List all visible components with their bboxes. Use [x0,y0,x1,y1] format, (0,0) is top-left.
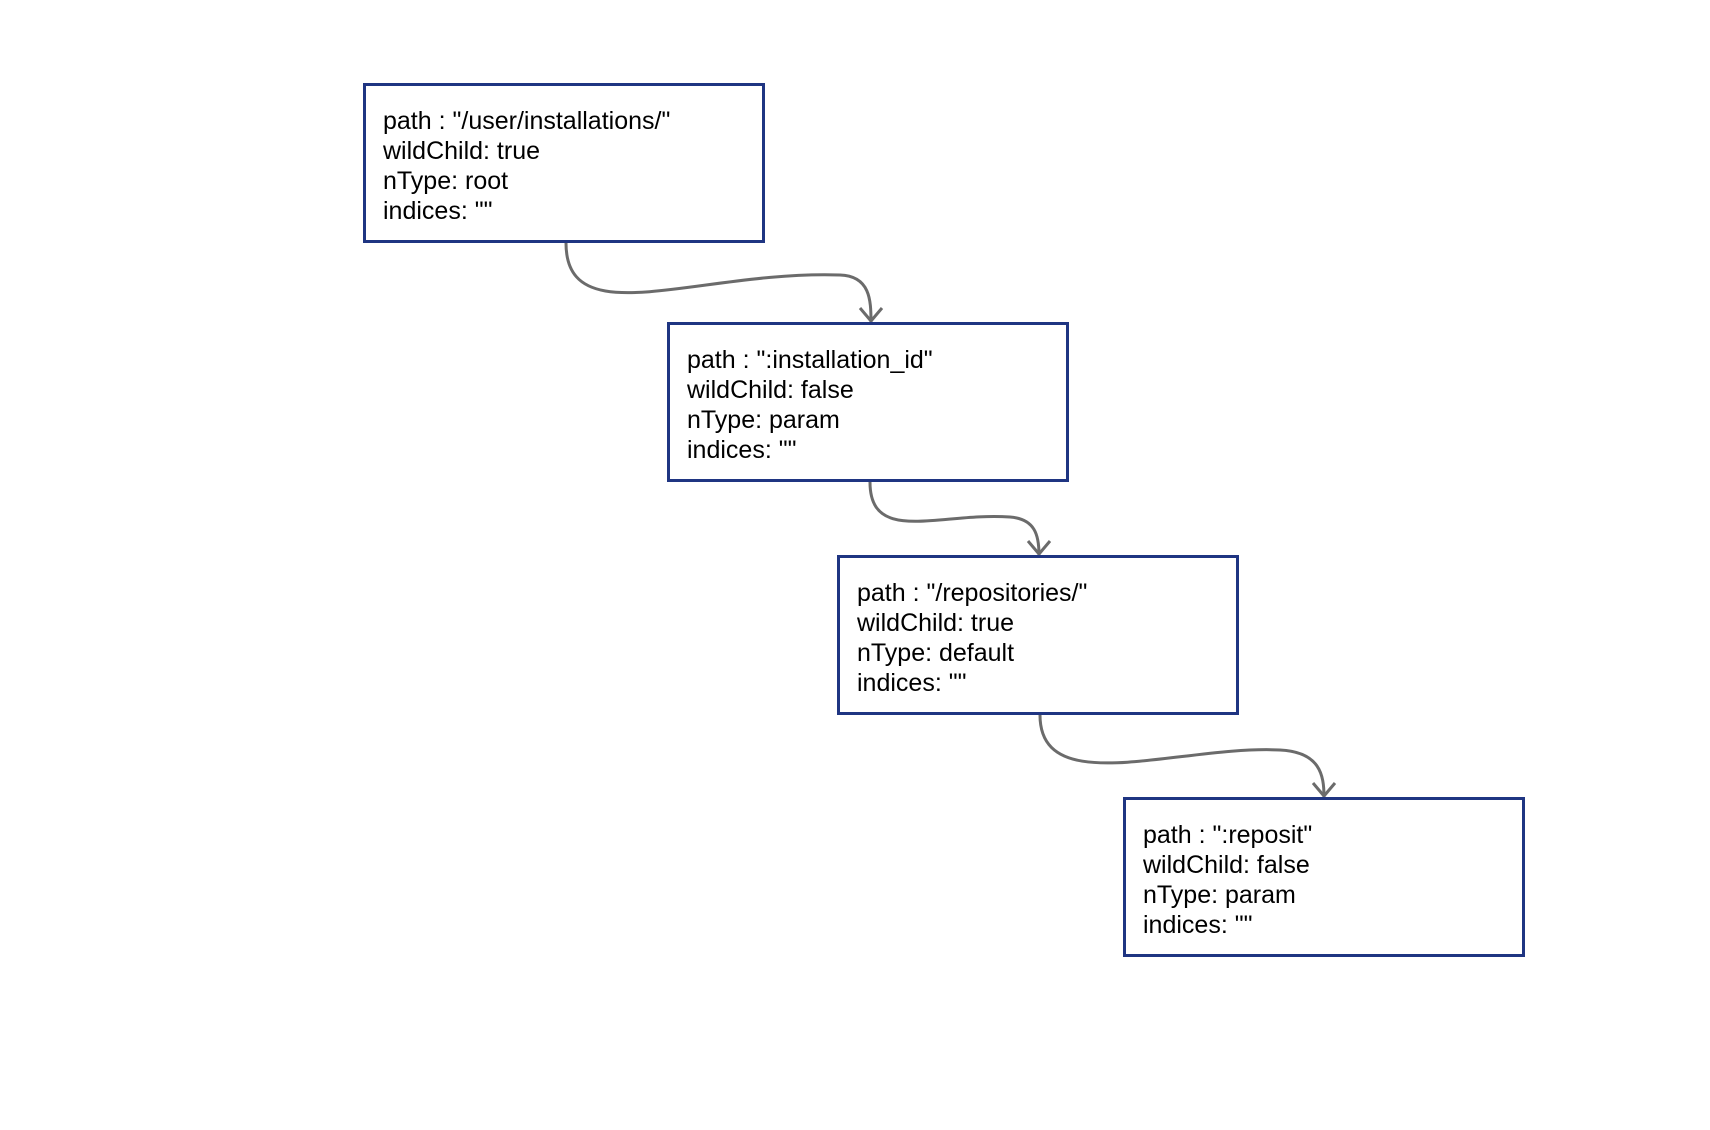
arrowhead-icon [1026,540,1052,557]
edge-connector [1038,714,1326,798]
node-path: path : "/repositories/" [857,579,1088,607]
node-indices: indices: "" [687,436,797,464]
node-path: path : ":installation_id" [687,346,933,374]
node-ntype: nType: param [687,406,840,434]
arrowhead-icon [858,307,884,324]
edge-node2-to-node3 [868,481,1052,557]
node-ntype: nType: root [383,167,509,195]
edge-connector [868,481,1041,556]
tree-node-installation-id: path : ":installation_id" wildChild: fal… [667,322,1069,482]
node-wildchild: wildChild: true [383,137,541,165]
node-indices: indices: "" [383,197,493,225]
edge-connector [564,242,873,323]
node-ntype: nType: param [1143,881,1296,909]
arrowhead-icon [1311,782,1337,799]
node-path: path : ":reposit" [1143,821,1313,849]
node-indices: indices: "" [1143,911,1253,939]
tree-node-root: path : "/user/installations/" wildChild:… [363,83,765,243]
tree-node-repositories: path : "/repositories/" wildChild: true … [837,555,1239,715]
tree-node-reposit: path : ":reposit" wildChild: false nType… [1123,797,1525,957]
node-wildchild: wildChild: false [1143,851,1310,879]
node-wildchild: wildChild: true [857,609,1015,637]
node-wildchild: wildChild: false [687,376,854,404]
edge-node1-to-node2 [564,242,884,324]
edge-node3-to-node4 [1038,714,1337,799]
node-path: path : "/user/installations/" [383,107,671,135]
node-indices: indices: "" [857,669,967,697]
node-ntype: nType: default [857,639,1015,667]
